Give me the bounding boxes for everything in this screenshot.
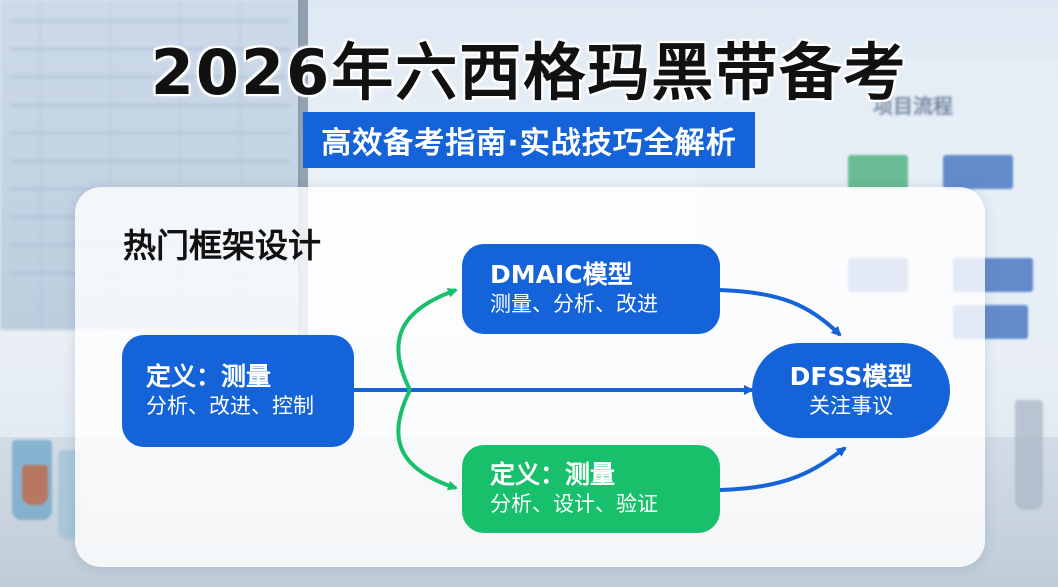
background-node bbox=[848, 155, 908, 189]
background-flask bbox=[1015, 400, 1043, 510]
node-dmaic-title: DMAIC模型 bbox=[490, 260, 633, 290]
node-define-subtitle: 分析、改进、控制 bbox=[146, 394, 314, 419]
background-frame bbox=[298, 0, 308, 340]
node-dmaic-subtitle: 测量、分析、改进 bbox=[490, 292, 658, 317]
background-node bbox=[943, 155, 1013, 189]
node-dmadv-subtitle: 分析、设计、验证 bbox=[490, 492, 658, 517]
page-subtitle: 高效备考指南·实战技巧全解析 bbox=[303, 112, 755, 168]
background-board-label: 项目流程 bbox=[873, 94, 953, 118]
node-dfss-subtitle: 关注事议 bbox=[809, 393, 893, 418]
node-define-title: 定义：测量 bbox=[146, 362, 272, 392]
card-heading: 热门框架设计 bbox=[123, 226, 321, 265]
node-define: 定义：测量 分析、改进、控制 bbox=[122, 335, 354, 447]
node-dfss-title: DFSS模型 bbox=[789, 361, 913, 391]
subtitle-banner: 高效备考指南·实战技巧全解析 bbox=[0, 112, 1058, 168]
page-title: 2026年六西格玛黑带备考 bbox=[150, 36, 908, 109]
node-dmadv: 定义：测量 分析、设计、验证 bbox=[462, 445, 720, 533]
node-dmaic: DMAIC模型 测量、分析、改进 bbox=[462, 244, 720, 334]
node-dfss: DFSS模型 关注事议 bbox=[752, 343, 950, 438]
background-flask bbox=[22, 465, 48, 505]
node-dmadv-title: 定义：测量 bbox=[490, 460, 616, 490]
background-flask bbox=[58, 450, 80, 540]
